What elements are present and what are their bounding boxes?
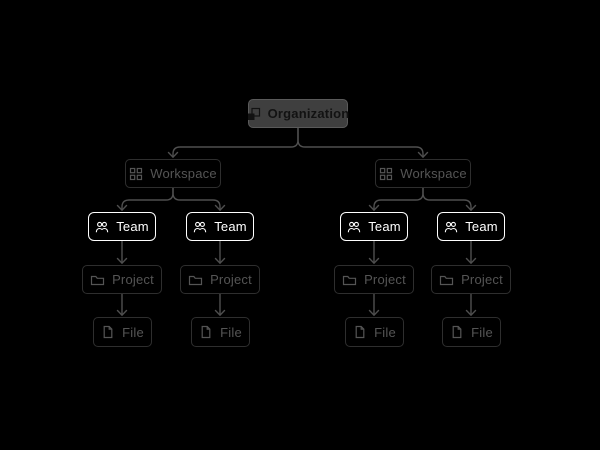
organization-blocks-icon xyxy=(247,107,261,121)
connector-ws1-to-team-left xyxy=(121,187,174,211)
node-file-1: File xyxy=(93,317,152,347)
node-label: Workspace xyxy=(150,166,217,181)
folder-icon xyxy=(90,273,105,287)
node-label: File xyxy=(220,324,242,340)
node-label: Team xyxy=(214,219,247,234)
node-organization: Organization xyxy=(247,99,350,128)
node-team-2: Team xyxy=(186,212,254,241)
node-project-3: Project xyxy=(334,265,414,294)
grid-icon xyxy=(379,167,393,181)
grid-icon xyxy=(129,167,143,181)
node-file-2: File xyxy=(191,317,250,347)
document-icon xyxy=(450,325,464,339)
document-icon xyxy=(101,325,115,339)
node-team-3: Team xyxy=(340,212,408,241)
node-team-1: Team xyxy=(88,212,156,241)
node-project-1: Project xyxy=(82,265,162,294)
folder-icon xyxy=(342,273,357,287)
node-label: Team xyxy=(465,219,498,234)
users-icon xyxy=(193,220,207,234)
connector-ws2-to-team-left xyxy=(373,187,424,211)
node-label: File xyxy=(374,324,396,340)
folder-icon xyxy=(188,273,203,287)
users-icon xyxy=(95,220,109,234)
connector-ws1-to-team-right xyxy=(172,187,221,211)
node-team-4: Team xyxy=(437,212,505,241)
node-project-4: Project xyxy=(431,265,511,294)
document-icon xyxy=(199,325,213,339)
node-label: Project xyxy=(210,272,252,287)
node-workspace-1: Workspace xyxy=(125,159,221,188)
node-label: Workspace xyxy=(400,166,467,181)
node-label: Organization xyxy=(267,106,350,121)
connector-org-to-workspace-left xyxy=(172,127,299,158)
folder-icon xyxy=(439,273,454,287)
connector-team-to-project xyxy=(121,240,472,264)
node-label: Project xyxy=(461,272,503,287)
node-workspace-2: Workspace xyxy=(375,159,471,188)
node-label: Project xyxy=(364,272,406,287)
arrowheads xyxy=(116,151,477,316)
node-label: Team xyxy=(368,219,401,234)
users-icon xyxy=(347,220,361,234)
node-label: File xyxy=(471,324,493,340)
node-file-3: File xyxy=(345,317,404,347)
connector-project-to-file xyxy=(121,293,472,316)
connector-org-to-workspace-right xyxy=(297,127,424,158)
node-project-2: Project xyxy=(180,265,260,294)
node-label: Team xyxy=(116,219,149,234)
node-label: File xyxy=(122,324,144,340)
node-file-4: File xyxy=(442,317,501,347)
node-label: Project xyxy=(112,272,154,287)
document-icon xyxy=(353,325,367,339)
users-icon xyxy=(444,220,458,234)
connector-ws2-to-team-right xyxy=(422,187,472,211)
